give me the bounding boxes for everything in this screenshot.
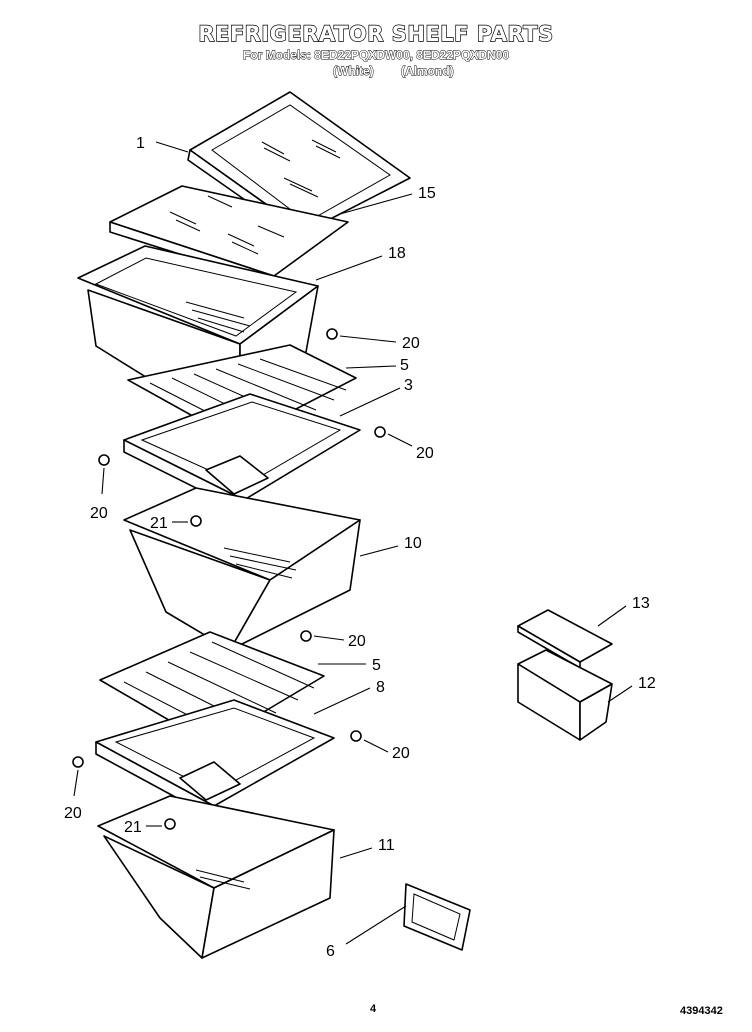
callout-20-d: 20 [348,633,366,650]
callout-5-b: 5 [372,657,381,674]
callout-20-f: 20 [64,805,82,822]
part-6-label-holder [403,883,471,951]
callout-15: 15 [418,185,436,202]
document-number: 4394342 [680,1005,723,1017]
callout-11: 11 [378,837,395,854]
callout-8: 8 [376,679,385,696]
part-11-crisper-pan [97,795,335,959]
part-8-crisper-frame [95,699,335,819]
callout-10: 10 [404,535,422,552]
part-3-crisper-frame [123,393,361,513]
models-line: For Models: 8ED22PQXDW00, 8ED22PQXDN00 [242,48,510,63]
color-almond-label: (Almond) [401,64,455,79]
callout-18: 18 [388,245,406,262]
callout-1: 1 [136,135,145,152]
callout-20-e: 20 [392,745,410,762]
part-10-crisper-pan [123,487,361,651]
callout-12: 12 [638,675,656,692]
fastener-icons [72,328,386,830]
callout-5-a: 5 [400,357,409,374]
callout-6: 6 [326,943,335,960]
callout-20-b: 20 [416,445,434,462]
part-18-crisper-pan [77,245,319,401]
callout-21-b: 21 [124,819,142,836]
part-5-wire-shelf-lower [99,631,325,745]
callout-20-a: 20 [402,335,420,352]
color-white-label: (White) [333,64,375,79]
callout-3: 3 [404,377,413,394]
part-12-small-bin [517,649,613,741]
page-number: 4 [370,1003,377,1015]
callout-20-c: 20 [90,505,108,522]
callout-labels: 1 15 18 20 5 3 20 20 21 10 13 12 20 5 8 … [64,135,656,960]
callout-21-a: 21 [150,515,168,532]
leader-lines [73,141,633,945]
callout-13: 13 [632,595,650,612]
page-title: REFRIGERATOR SHELF PARTS [198,21,554,46]
